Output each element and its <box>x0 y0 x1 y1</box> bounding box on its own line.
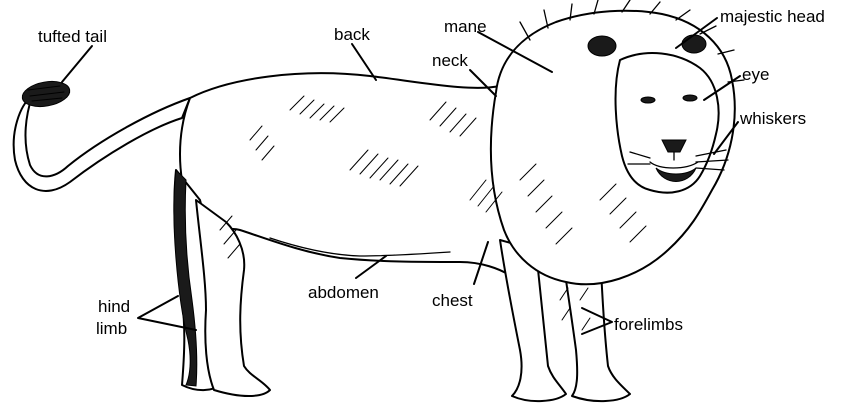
label-forelimbs: forelimbs <box>614 315 683 334</box>
eye-shape-right <box>683 95 697 101</box>
label-hind-line2: limb <box>96 319 127 338</box>
label-neck: neck <box>432 51 468 70</box>
face <box>616 53 719 193</box>
label-abdomen: abdomen <box>308 283 379 302</box>
label-eye: eye <box>742 65 769 84</box>
label-majestic-head: majestic head <box>720 7 825 26</box>
label-hind-line1: hind <box>98 297 130 316</box>
leader-tufted-tail <box>62 46 92 82</box>
label-mane: mane <box>444 17 487 36</box>
label-back: back <box>334 25 370 44</box>
tail <box>14 96 190 191</box>
label-chest: chest <box>432 291 473 310</box>
ear-left <box>588 36 616 56</box>
ear-right <box>682 35 706 53</box>
eye-shape-left <box>641 97 655 103</box>
lion-illustration <box>14 0 744 401</box>
label-whiskers: whiskers <box>739 109 806 128</box>
label-tufted-tail: tufted tail <box>38 27 107 46</box>
